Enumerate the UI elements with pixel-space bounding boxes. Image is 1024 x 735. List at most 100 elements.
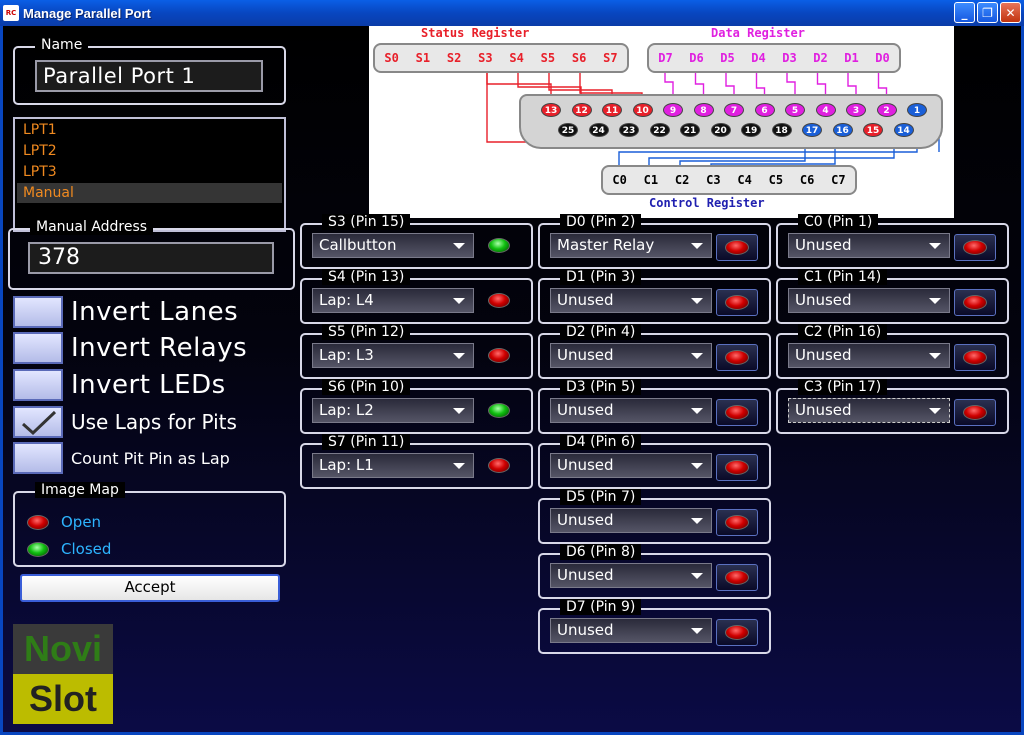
manual-address-input[interactable]: 378	[28, 242, 274, 274]
register-bit-label: D2	[813, 51, 828, 65]
db25-pin: 7	[724, 103, 744, 117]
image-map-group: Image Map Open Closed	[13, 482, 286, 567]
option-row[interactable]: Invert Lanes	[13, 296, 238, 328]
red-led-icon	[963, 295, 987, 310]
data-pin-toggle-button[interactable]	[716, 399, 758, 426]
accept-button[interactable]: Accept	[20, 574, 280, 602]
control-pin-function-select[interactable]: Unused	[788, 343, 950, 368]
control-pin-function-select[interactable]: Unused	[788, 233, 950, 258]
data-pin-function-select[interactable]: Unused	[550, 288, 712, 313]
select-value: Unused	[795, 346, 852, 364]
register-bit-label: C5	[768, 173, 784, 187]
checkmark-icon	[21, 410, 57, 436]
data-pin-toggle-button[interactable]	[716, 454, 758, 481]
control-pin-group: C3 (Pin 17)Unused	[776, 379, 1009, 434]
option-checkbox[interactable]	[13, 369, 63, 401]
control-pin-toggle-button[interactable]	[954, 289, 996, 316]
option-label: Invert Lanes	[71, 297, 239, 327]
option-row[interactable]: Invert Relays	[13, 332, 247, 364]
select-value: Callbutton	[319, 236, 397, 254]
maximize-button[interactable]: ❐	[977, 2, 998, 23]
db25-pin: 13	[541, 103, 561, 117]
red-led-icon	[725, 295, 749, 310]
option-checkbox[interactable]	[13, 442, 63, 474]
control-pin-title: C0 (Pin 1)	[798, 214, 879, 230]
control-pin-function-select[interactable]: Unused	[788, 288, 950, 313]
data-pin-function-select[interactable]: Unused	[550, 453, 712, 478]
data-pin-group: D4 (Pin 6)Unused	[538, 434, 771, 489]
data-pin-group: D1 (Pin 3)Unused	[538, 269, 771, 324]
option-checkbox[interactable]	[13, 296, 63, 328]
register-bit-label: S7	[603, 51, 618, 65]
status-pin-function-select[interactable]: Lap: L3	[312, 343, 474, 368]
option-row[interactable]: Use Laps for Pits	[13, 406, 237, 438]
register-bit-label: C7	[831, 173, 846, 187]
control-pin-function-select[interactable]: Unused	[788, 398, 950, 423]
data-pin-function-select[interactable]: Unused	[550, 563, 712, 588]
port-list-item[interactable]: Manual	[17, 183, 282, 203]
data-pin-toggle-button[interactable]	[716, 619, 758, 646]
window-controls: _ ❐ ✕	[954, 2, 1021, 23]
data-pin-function-select[interactable]: Unused	[550, 618, 712, 643]
port-list-item[interactable]: LPT3	[23, 164, 57, 180]
red-led-icon	[725, 240, 749, 255]
option-label: Count Pit Pin as Lap	[71, 448, 230, 468]
register-bit-label: S4	[509, 51, 524, 65]
option-row[interactable]: Count Pit Pin as Lap	[13, 442, 230, 474]
minimize-button[interactable]: _	[954, 2, 975, 23]
close-button[interactable]: ✕	[1000, 2, 1021, 23]
register-bit-label: D6	[689, 51, 704, 65]
status-register-title: Status Register	[421, 26, 530, 40]
legend-closed-label: Closed	[61, 540, 112, 558]
select-value: Lap: L1	[319, 456, 374, 474]
select-value: Master Relay	[557, 236, 655, 254]
dropdown-arrow-icon	[929, 243, 941, 249]
control-pin-toggle-button[interactable]	[954, 399, 996, 426]
status-pin-title: S5 (Pin 12)	[322, 324, 411, 340]
option-checkbox[interactable]	[13, 406, 63, 438]
db25-pin: 22	[649, 123, 670, 137]
register-bit-label: S5	[540, 51, 556, 65]
db25-pin: 19	[741, 123, 761, 137]
port-list-item[interactable]: LPT1	[23, 122, 57, 138]
red-led-icon	[488, 293, 510, 308]
data-pin-toggle-button[interactable]	[716, 344, 758, 371]
option-label: Invert Relays	[71, 333, 248, 363]
dropdown-arrow-icon	[691, 628, 703, 634]
dropdown-arrow-icon	[691, 573, 703, 579]
port-list-item[interactable]: LPT2	[23, 143, 57, 159]
option-checkbox[interactable]	[13, 332, 63, 364]
dropdown-arrow-icon	[691, 518, 703, 524]
status-pin-function-select[interactable]: Lap: L4	[312, 288, 474, 313]
logo-bottom-text: Slot	[13, 674, 113, 724]
control-pin-group: C0 (Pin 1) Unused	[776, 214, 1009, 269]
status-pin-function-select[interactable]: Lap: L2	[312, 398, 474, 423]
data-pin-function-select[interactable]: Master Relay	[550, 233, 712, 258]
legend-closed: Closed	[27, 540, 111, 558]
title-bar[interactable]: RC Manage Parallel Port _ ❐ ✕	[0, 0, 1024, 26]
status-pin-group: S5 (Pin 12) Lap: L3	[300, 324, 533, 379]
status-pin-function-select[interactable]: Lap: L1	[312, 453, 474, 478]
register-bit-label: D4	[751, 51, 766, 65]
dropdown-arrow-icon	[453, 408, 465, 414]
db25-pin: 25	[558, 123, 578, 137]
data-pin-function-select[interactable]: Unused	[550, 343, 712, 368]
control-pin-group: C2 (Pin 16)Unused	[776, 324, 1009, 379]
red-led-icon	[725, 460, 749, 475]
data-pin-function-select[interactable]: Unused	[550, 508, 712, 533]
control-pin-toggle-button[interactable]	[954, 234, 996, 261]
db25-pinout-diagram: Status Register Data Register Control Re…	[369, 26, 954, 218]
legend-open-label: Open	[61, 513, 102, 531]
option-row[interactable]: Invert LEDs	[13, 369, 226, 401]
data-pin-function-select[interactable]: Unused	[550, 398, 712, 423]
status-pin-function-select[interactable]: Callbutton	[312, 233, 474, 258]
select-value: Unused	[557, 566, 614, 584]
port-name-input[interactable]: Parallel Port 1	[35, 60, 263, 92]
data-pin-toggle-button[interactable]	[716, 234, 758, 261]
control-pin-toggle-button[interactable]	[954, 344, 996, 371]
data-pin-toggle-button[interactable]	[716, 564, 758, 591]
red-led-icon	[725, 625, 749, 640]
data-pin-toggle-button[interactable]	[716, 509, 758, 536]
data-pin-toggle-button[interactable]	[716, 289, 758, 316]
